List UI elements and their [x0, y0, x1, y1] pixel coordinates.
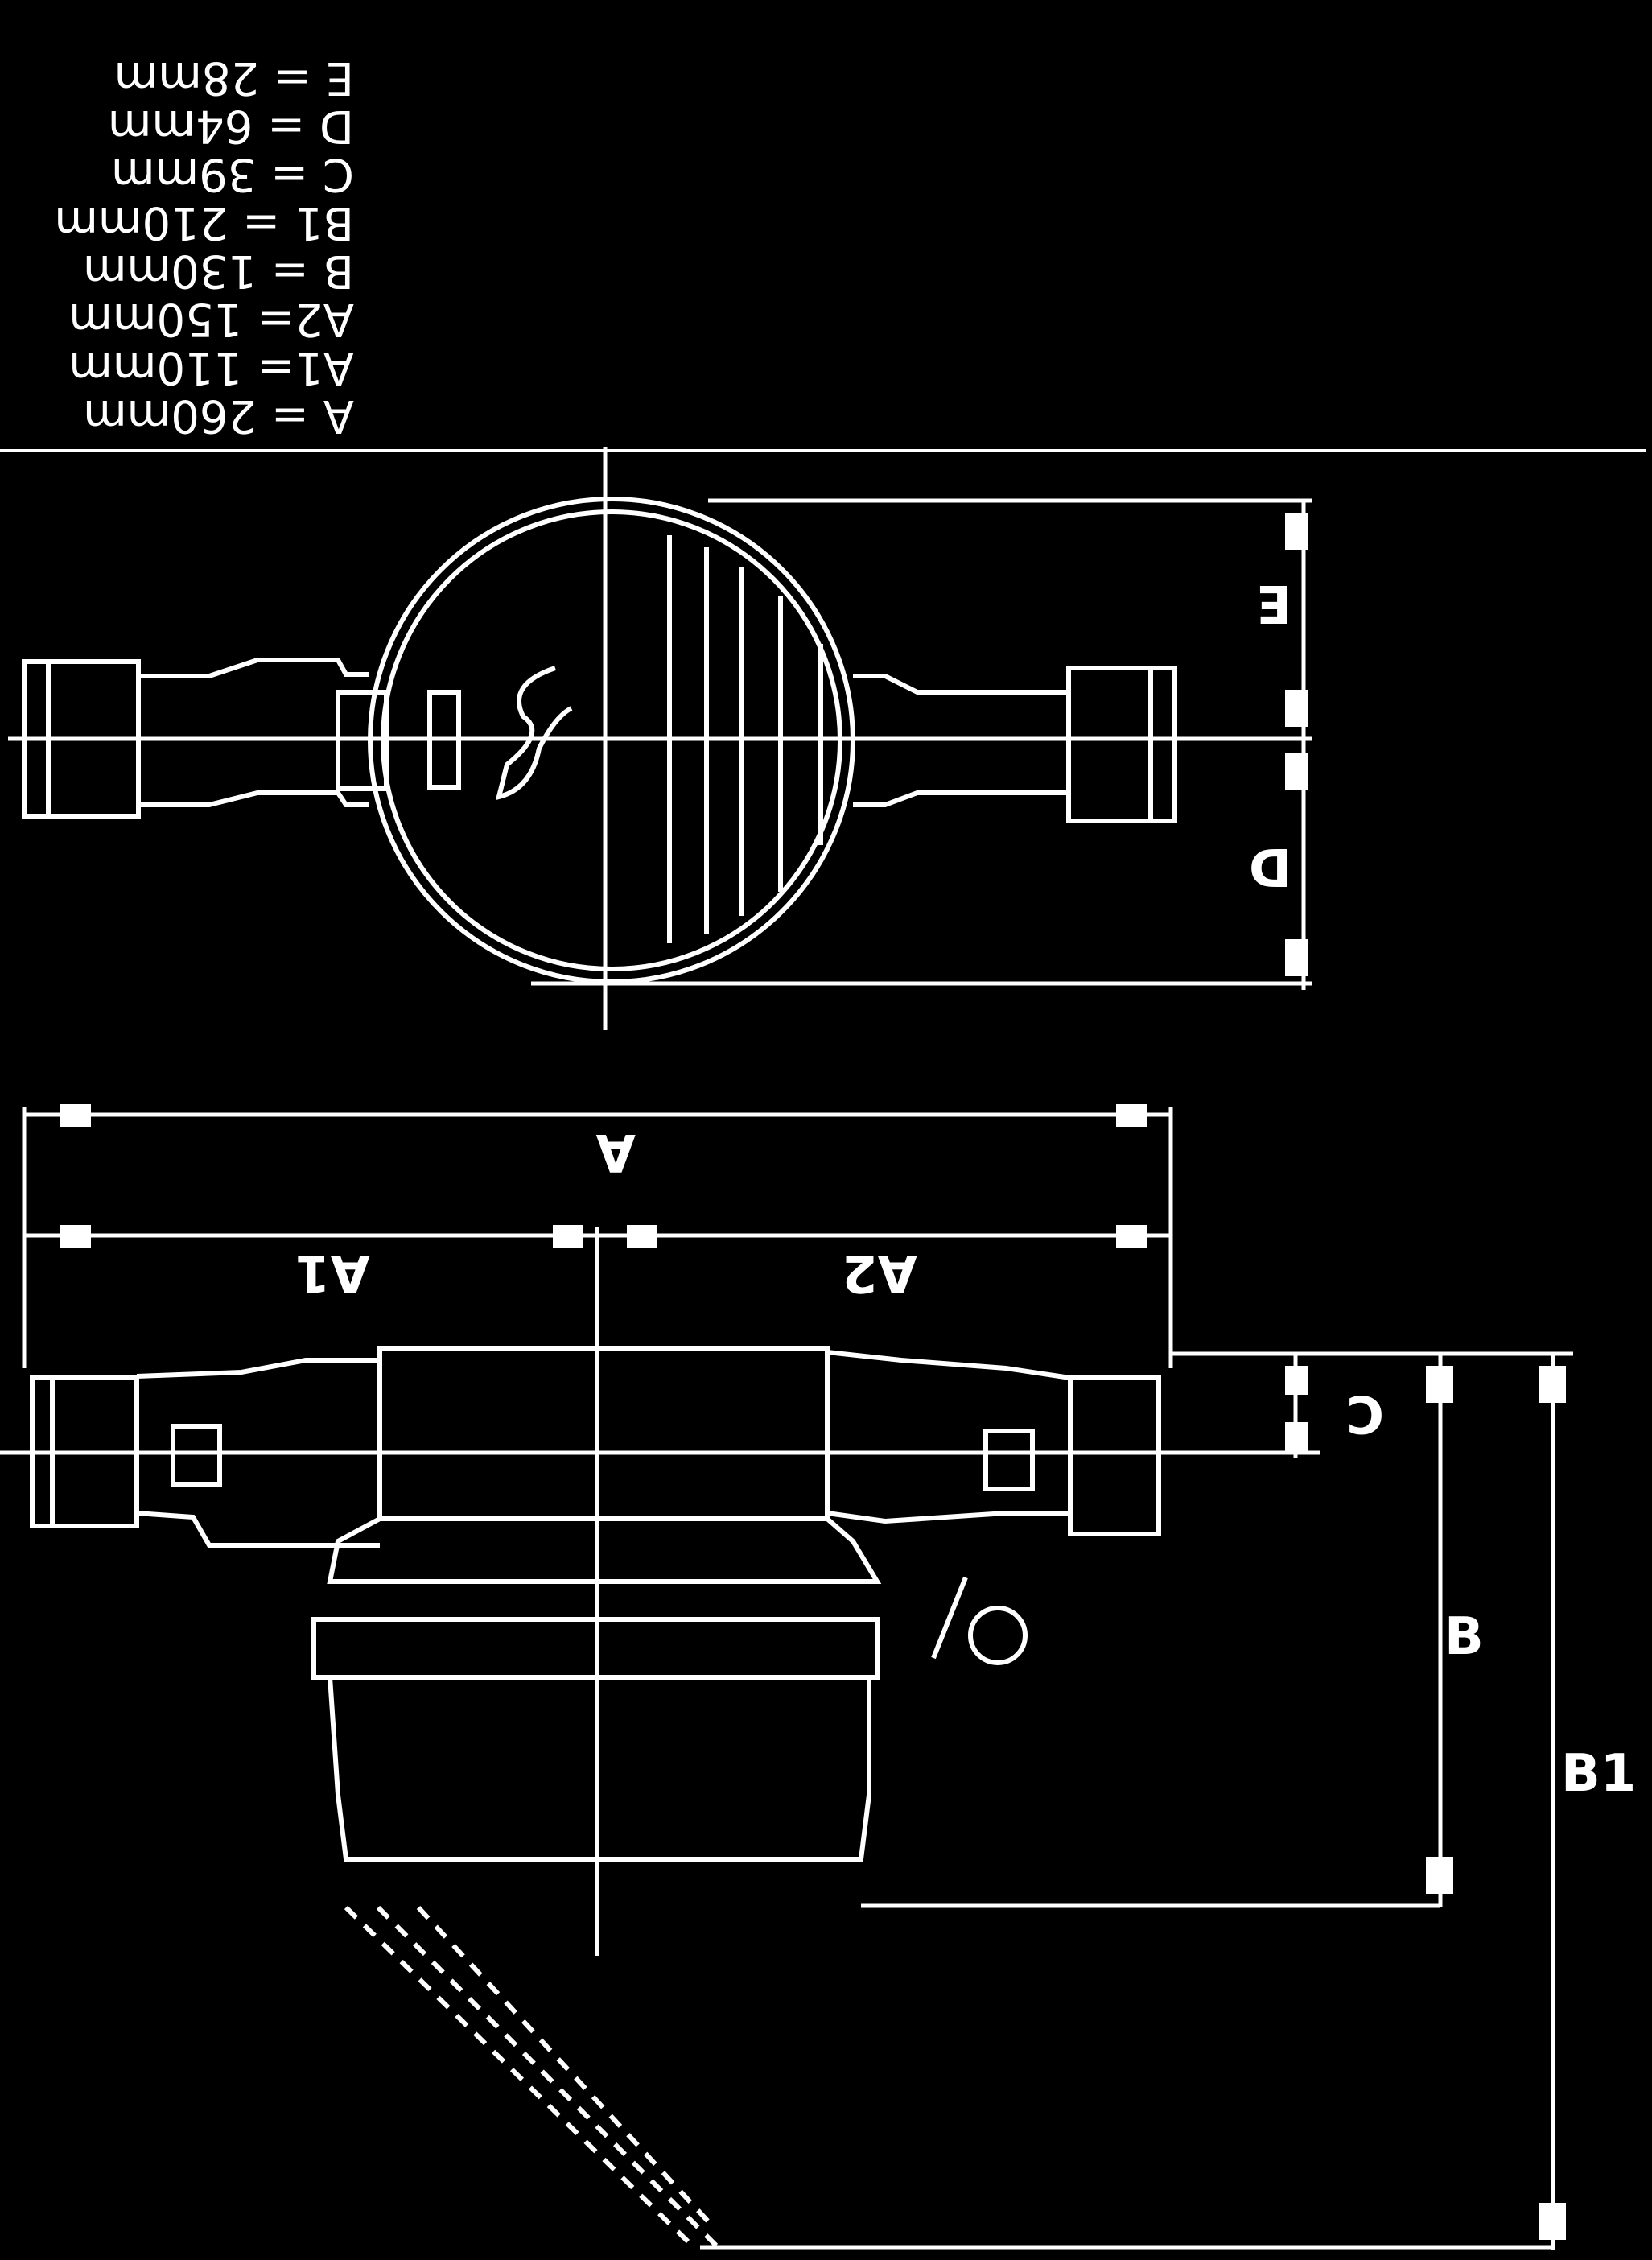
d-tick-bottom: [1285, 939, 1308, 976]
a-tick-right: [1116, 1104, 1147, 1127]
left-pipe-top: [138, 658, 369, 678]
d-tick-top: [1285, 753, 1308, 790]
spec-b1: B1 = 210mm: [54, 196, 354, 249]
c-tick-top: [1285, 1366, 1308, 1395]
right-pipe-bottom: [853, 790, 1069, 807]
left-nut-side: [30, 1375, 139, 1528]
label-e: E: [1256, 573, 1292, 633]
body-upper: [377, 1346, 830, 1521]
spec-c: C = 39mm: [111, 148, 354, 200]
body-shoulder: [327, 1516, 882, 1584]
label-a: A: [595, 1122, 636, 1182]
e-tick-top: [1285, 513, 1308, 550]
label-b: B: [1444, 1607, 1484, 1667]
b-tick-bottom: [1426, 1857, 1453, 1894]
spec-a: A = 260mm: [83, 390, 354, 442]
body-flange: [311, 1617, 880, 1680]
e-tick-bottom: [1285, 690, 1308, 727]
top-view: [8, 447, 1312, 1030]
spec-b: B = 130mm: [83, 245, 354, 297]
label-a2: A2: [842, 1243, 917, 1302]
spec-a1: A1= 110mm: [68, 341, 354, 394]
left-pipe-side-bottom: [136, 1511, 380, 1548]
left-pipe-side-top: [136, 1358, 380, 1379]
seal-tag: [968, 1606, 1028, 1665]
b-tick-top: [1426, 1366, 1453, 1403]
right-pipe-side-bottom: [826, 1511, 1070, 1524]
label-d: D: [1249, 836, 1292, 896]
right-pipe-top: [853, 674, 1069, 695]
right-pipe-side-top: [826, 1350, 1071, 1380]
right-nut-top: [1066, 666, 1177, 823]
spec-e: E = 28mm: [114, 52, 354, 104]
indicator-rect: [427, 690, 461, 790]
label-c: C: [1346, 1384, 1384, 1443]
logo-mark: [495, 666, 573, 801]
a2-tick-right: [1116, 1225, 1147, 1248]
seal-wire: [931, 1576, 968, 1660]
label-b1: B1: [1561, 1744, 1636, 1804]
spec-d: D = 64mm: [108, 100, 354, 152]
b1-tick-bottom: [1539, 2203, 1566, 2240]
side-view: [0, 1104, 1573, 2250]
left-nut-top: [22, 659, 141, 819]
left-port: [171, 1424, 222, 1487]
right-port: [983, 1429, 1035, 1491]
a-tick-left: [60, 1104, 91, 1127]
left-pipe-bottom: [138, 790, 369, 807]
a2-tick-left: [627, 1225, 657, 1248]
body-inner-circle: [381, 509, 842, 971]
a1-tick-left: [60, 1225, 91, 1248]
a1-tick-right: [553, 1225, 583, 1248]
skirt-line-2: [376, 1905, 719, 2248]
left-collar: [336, 690, 389, 791]
label-a1: A1: [295, 1243, 370, 1302]
spec-list: A = 260mm A1= 110mm A2= 150mm B = 130mm …: [54, 52, 354, 442]
skirt-line-1: [344, 1905, 694, 2248]
b1-tick-top: [1539, 1366, 1566, 1403]
spec-a2: A2= 150mm: [68, 293, 354, 345]
skirt-line-3: [416, 1905, 711, 2224]
right-nut-side: [1068, 1375, 1161, 1536]
c-tick-bottom: [1285, 1422, 1308, 1451]
